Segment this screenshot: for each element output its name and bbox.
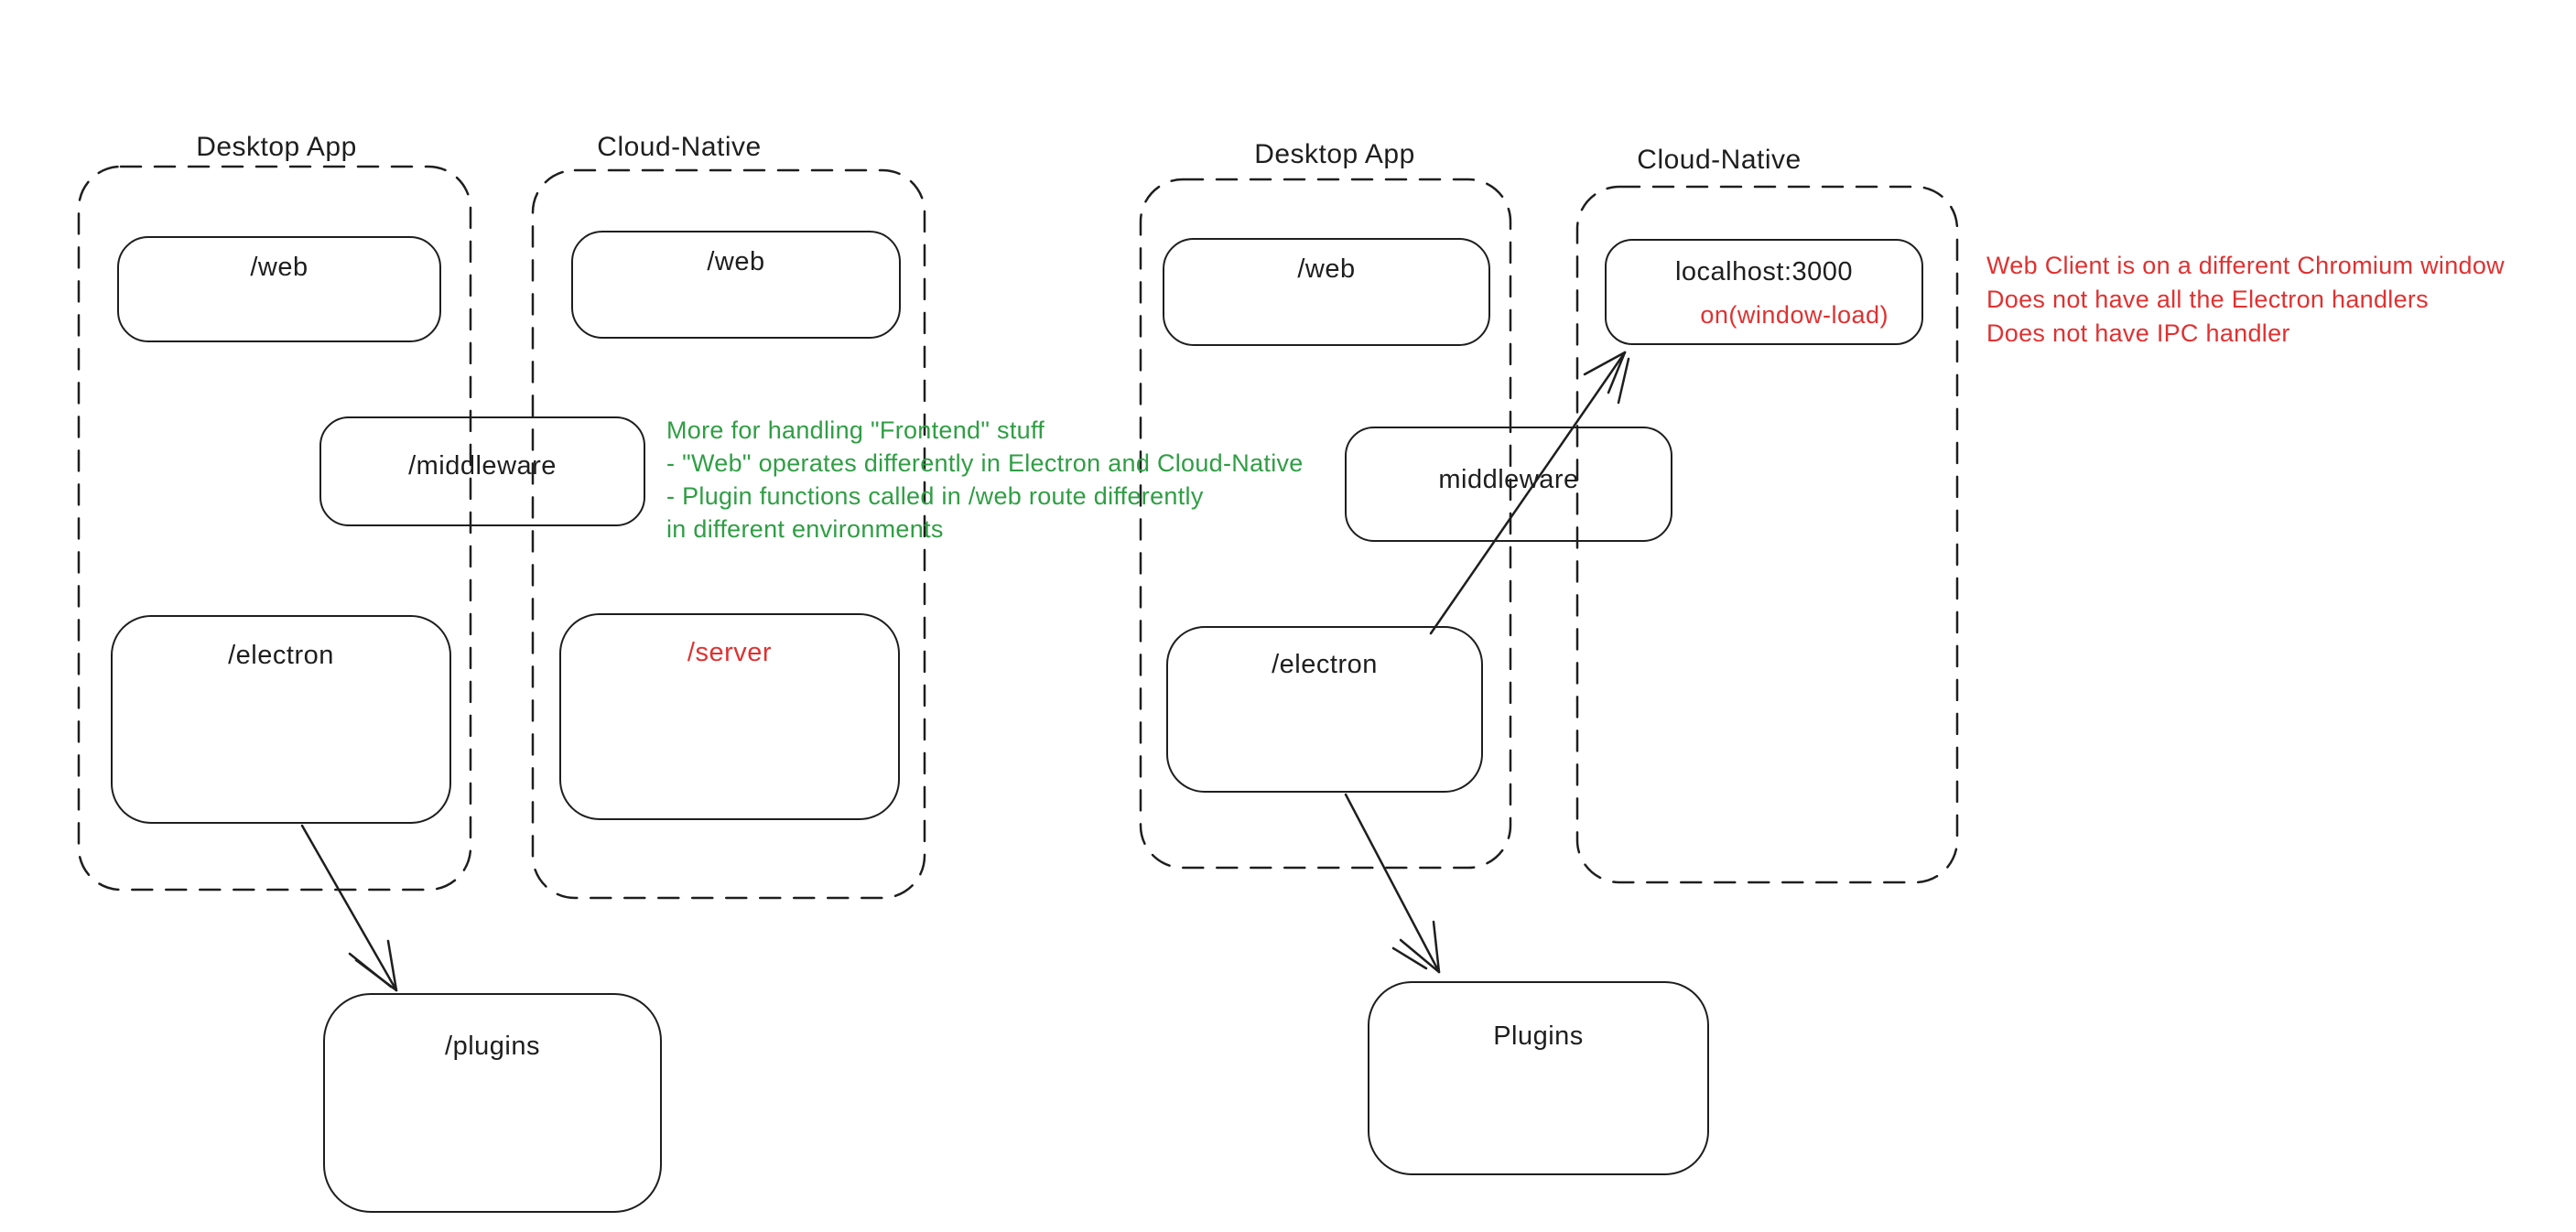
left-electron-box: /electron xyxy=(111,615,451,824)
arrow-line xyxy=(1344,793,1441,974)
arrowhead-stroke xyxy=(348,952,393,989)
right-middleware-box: middleware xyxy=(1345,427,1672,542)
right-desktop-app-label: Desktop App xyxy=(1254,139,1415,169)
arrow-left-electron-to-plugins xyxy=(300,824,398,992)
left-desktop-web-label: /web xyxy=(250,253,308,282)
right-desktop-web-label: /web xyxy=(1297,254,1356,284)
green-note: More for handling "Frontend" stuff - "We… xyxy=(666,414,1304,546)
arrow-line xyxy=(300,824,398,992)
arrowhead-stroke xyxy=(1391,946,1428,970)
red-note-line: Web Client is on a different Chromium wi… xyxy=(1986,252,2505,279)
left-desktop-app-container xyxy=(77,165,472,892)
right-cloud-native-container xyxy=(1575,185,1959,884)
green-note-line: - "Web" operates differently in Electron… xyxy=(666,449,1304,477)
localhost-box: localhost:3000 on(window-load) xyxy=(1605,239,1923,345)
arrow-line xyxy=(1429,351,1627,635)
left-middleware-label: /middleware xyxy=(408,451,557,481)
arrowhead-stroke xyxy=(1583,351,1627,376)
left-electron-label: /electron xyxy=(228,641,334,670)
left-middleware-box: /middleware xyxy=(319,416,645,526)
arrowhead-stroke xyxy=(386,939,398,992)
left-desktop-web-box: /web xyxy=(117,236,441,342)
left-cloud-web-box: /web xyxy=(571,231,901,339)
red-note-line: Does not have all the Electron handlers xyxy=(1986,286,2429,313)
localhost-label: localhost:3000 xyxy=(1674,257,1854,286)
arrowhead-stroke xyxy=(1399,938,1441,974)
red-note: Web Client is on a different Chromium wi… xyxy=(1986,249,2505,351)
right-middleware-label: middleware xyxy=(1438,465,1579,494)
right-cloud-native-label: Cloud-Native xyxy=(1637,145,1802,175)
left-cloud-web-label: /web xyxy=(707,247,765,276)
left-plugins-label: /plugins xyxy=(445,1032,540,1061)
left-server-box: /server xyxy=(559,613,900,820)
right-desktop-app-container xyxy=(1139,178,1512,870)
green-note-line: - Plugin functions called in /web route … xyxy=(666,482,1204,510)
left-cloud-native-label: Cloud-Native xyxy=(597,132,762,162)
right-plugins-label: Plugins xyxy=(1493,1021,1584,1051)
arrowhead-stroke xyxy=(1607,351,1627,394)
left-cloud-native-container xyxy=(531,168,926,900)
green-note-line: More for handling "Frontend" stuff xyxy=(666,416,1045,444)
right-desktop-web-box: /web xyxy=(1163,238,1490,346)
left-desktop-app-label: Desktop App xyxy=(196,132,357,162)
red-note-line: Does not have IPC handler xyxy=(1986,319,2290,347)
arrow-right-electron-to-plugins xyxy=(1344,793,1441,974)
arrowhead-stroke xyxy=(1617,357,1630,405)
window-load-label: on(window-load) xyxy=(1700,301,1889,329)
right-plugins-box: Plugins xyxy=(1368,981,1709,1175)
arrow-right-electron-to-localhost xyxy=(1429,351,1630,635)
left-server-label: /server xyxy=(687,638,773,667)
arrowhead-stroke xyxy=(1432,920,1441,974)
right-electron-box: /electron xyxy=(1166,626,1483,793)
green-note-line: in different environments xyxy=(666,515,944,543)
right-electron-label: /electron xyxy=(1272,650,1378,679)
left-plugins-box: /plugins xyxy=(323,993,662,1213)
